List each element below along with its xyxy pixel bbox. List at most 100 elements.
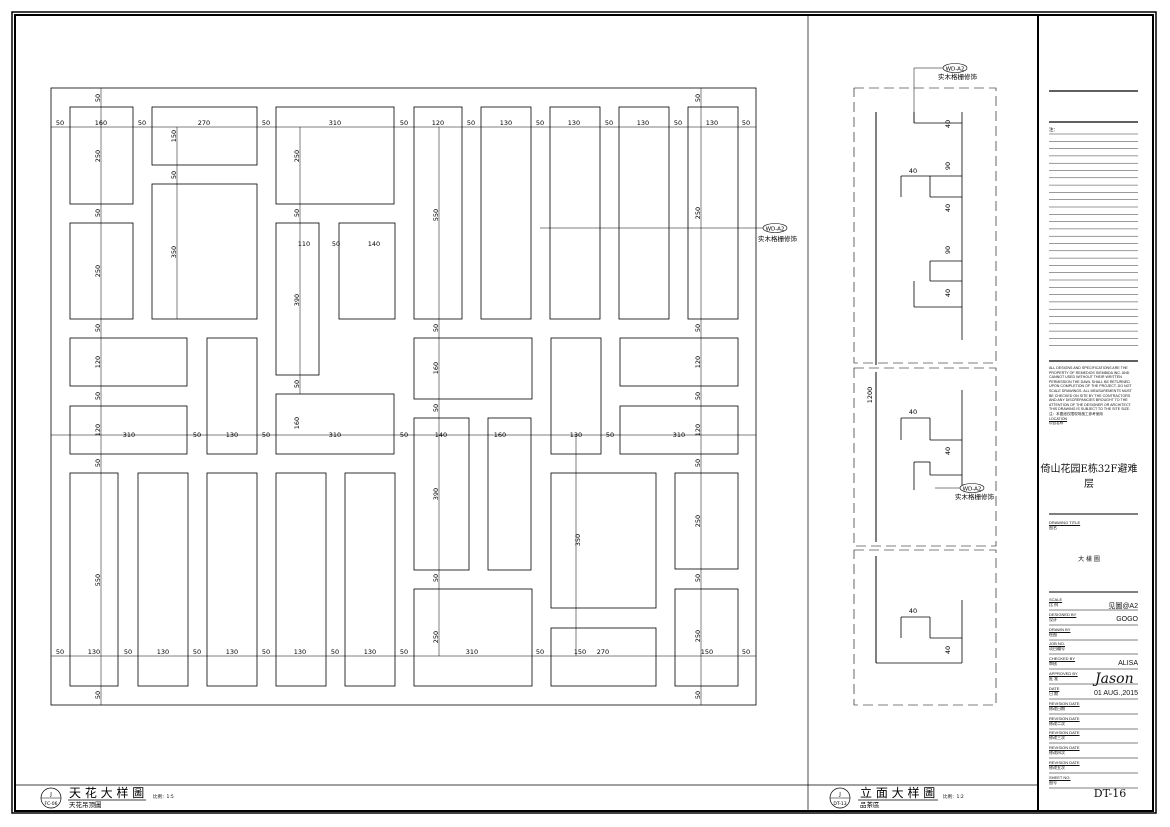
elevation-detail [853, 87, 997, 706]
dimension-text: 50 [606, 431, 614, 439]
dimension-text: 120 [432, 119, 444, 127]
dimension-text: 50 [400, 431, 408, 439]
dimension-text: 130 [294, 648, 306, 656]
elevation-bubble-top: J [838, 792, 841, 798]
plan-panel [619, 337, 739, 387]
dimension-text: 310 [329, 119, 341, 127]
dimension-text: 270 [597, 648, 609, 656]
ceiling-plan [50, 87, 757, 706]
dimension-text: 160 [494, 431, 506, 439]
plan-panel [550, 627, 657, 687]
elevation-dimension: 40 [944, 120, 952, 128]
tb-row-label: SHEET NO.图号 [1049, 775, 1071, 785]
dimension-text: 50 [94, 392, 102, 400]
dimension-text: 50 [94, 209, 102, 217]
elevation-callout-tag: WD-A2 [946, 67, 965, 73]
elevation-dimension: 40 [944, 289, 952, 297]
plan-panel [69, 106, 134, 205]
tb-row-label: JOB NO.项目编号 [1049, 641, 1066, 651]
dimension-text: 390 [293, 294, 301, 306]
plan-panel [487, 417, 532, 571]
plan-dimension-lines [51, 88, 756, 705]
outer-frame [11, 11, 1157, 814]
dimension-text: 160 [432, 362, 440, 374]
plan-panel [413, 417, 470, 571]
dimension-text: 50 [262, 119, 270, 127]
dimension-text: 50 [56, 648, 64, 656]
plan-panel [619, 405, 739, 455]
dimension-text: 130 [568, 119, 580, 127]
dimension-text: 50 [293, 380, 301, 388]
dimension-text: 50 [94, 691, 102, 699]
plan-panel [275, 472, 327, 687]
dimension-text: 50 [124, 648, 132, 656]
plan-panel [206, 337, 258, 455]
plan-panel [69, 337, 188, 387]
plan-title-block: J FC-06 天 花 大 样 圖 比例：1:5 天花吊顶圖 [40, 785, 174, 809]
dimension-text: 50 [293, 209, 301, 217]
elevation-callout-tag-2: WD-A2 [963, 487, 982, 493]
dimension-text: 50 [94, 94, 102, 102]
dimension-text: 130 [570, 431, 582, 439]
dimension-text: 50 [694, 324, 702, 332]
dimension-text: 130 [364, 648, 376, 656]
dimension-text: 350 [574, 534, 582, 546]
dimension-text: 50 [694, 459, 702, 467]
dimension-text: 50 [536, 648, 544, 656]
dimension-text: 120 [694, 356, 702, 368]
plan-panel [674, 472, 739, 570]
plan-panel [413, 106, 463, 320]
elevation-callout-mid: WD-A2 实木格栅修饰 [935, 483, 995, 501]
dimension-text: 50 [467, 119, 475, 127]
elevation-dimension: 40 [909, 607, 917, 615]
tb-row-value: ALISA [1118, 660, 1138, 667]
title-block-notes: ALL DESIGNS AND SPECIFICATIONS ARE THE P… [1049, 366, 1132, 426]
elevation-dimension: 40 [909, 408, 917, 416]
plan-panel [687, 106, 739, 320]
dimension-text: 120 [94, 356, 102, 368]
plan-panel [137, 472, 189, 687]
dimension-text: 50 [56, 119, 64, 127]
dimension-text: 50 [432, 324, 440, 332]
plan-scale: 比例：1:5 [153, 793, 174, 800]
dimension-text: 270 [198, 119, 210, 127]
tb-row-value: GOGO [1116, 616, 1138, 623]
dimension-text: 310 [466, 648, 478, 656]
drawing-title-label: DRAWING TITLE 图名 [1049, 520, 1081, 530]
plan-callout-tag: WD-A2 [766, 227, 785, 233]
elevation-callout-top: WD-A2 实木格栅修饰 [913, 63, 978, 123]
plan-bubble-top: J [49, 792, 52, 798]
dimension-text: 150 [574, 648, 586, 656]
dimension-text: 250 [94, 150, 102, 162]
elevation-dimension: 90 [944, 162, 952, 170]
dimension-text: 50 [742, 648, 750, 656]
dimension-text: 50 [674, 119, 682, 127]
dimension-text: 50 [536, 119, 544, 127]
dimension-text: 250 [432, 631, 440, 643]
dimension-text: 50 [262, 431, 270, 439]
dimension-text: 50 [193, 648, 201, 656]
dimension-text: 150 [701, 648, 713, 656]
dimension-text: 250 [694, 515, 702, 527]
plan-callout: WD-A2 实木格栅修饰 [540, 223, 798, 243]
dimension-text: 550 [94, 574, 102, 586]
elevation-dimension: 1200 [866, 387, 874, 404]
plan-title: 天 花 大 样 圖 [69, 785, 144, 800]
dimension-text: 50 [400, 119, 408, 127]
sheet-number: DT-16 [1093, 787, 1127, 800]
dimension-text: 160 [95, 119, 107, 127]
tb-row-value: 见圖@A2 [1108, 603, 1138, 610]
dimension-text: 50 [742, 119, 750, 127]
plan-callout-text: 实木格栅修饰 [758, 234, 798, 243]
plan-panel [549, 106, 601, 320]
elevation-callout-text: 实木格栅修饰 [938, 72, 978, 81]
dimension-text: 50 [193, 431, 201, 439]
dimension-text: 310 [329, 431, 341, 439]
plan-panel [275, 222, 320, 376]
